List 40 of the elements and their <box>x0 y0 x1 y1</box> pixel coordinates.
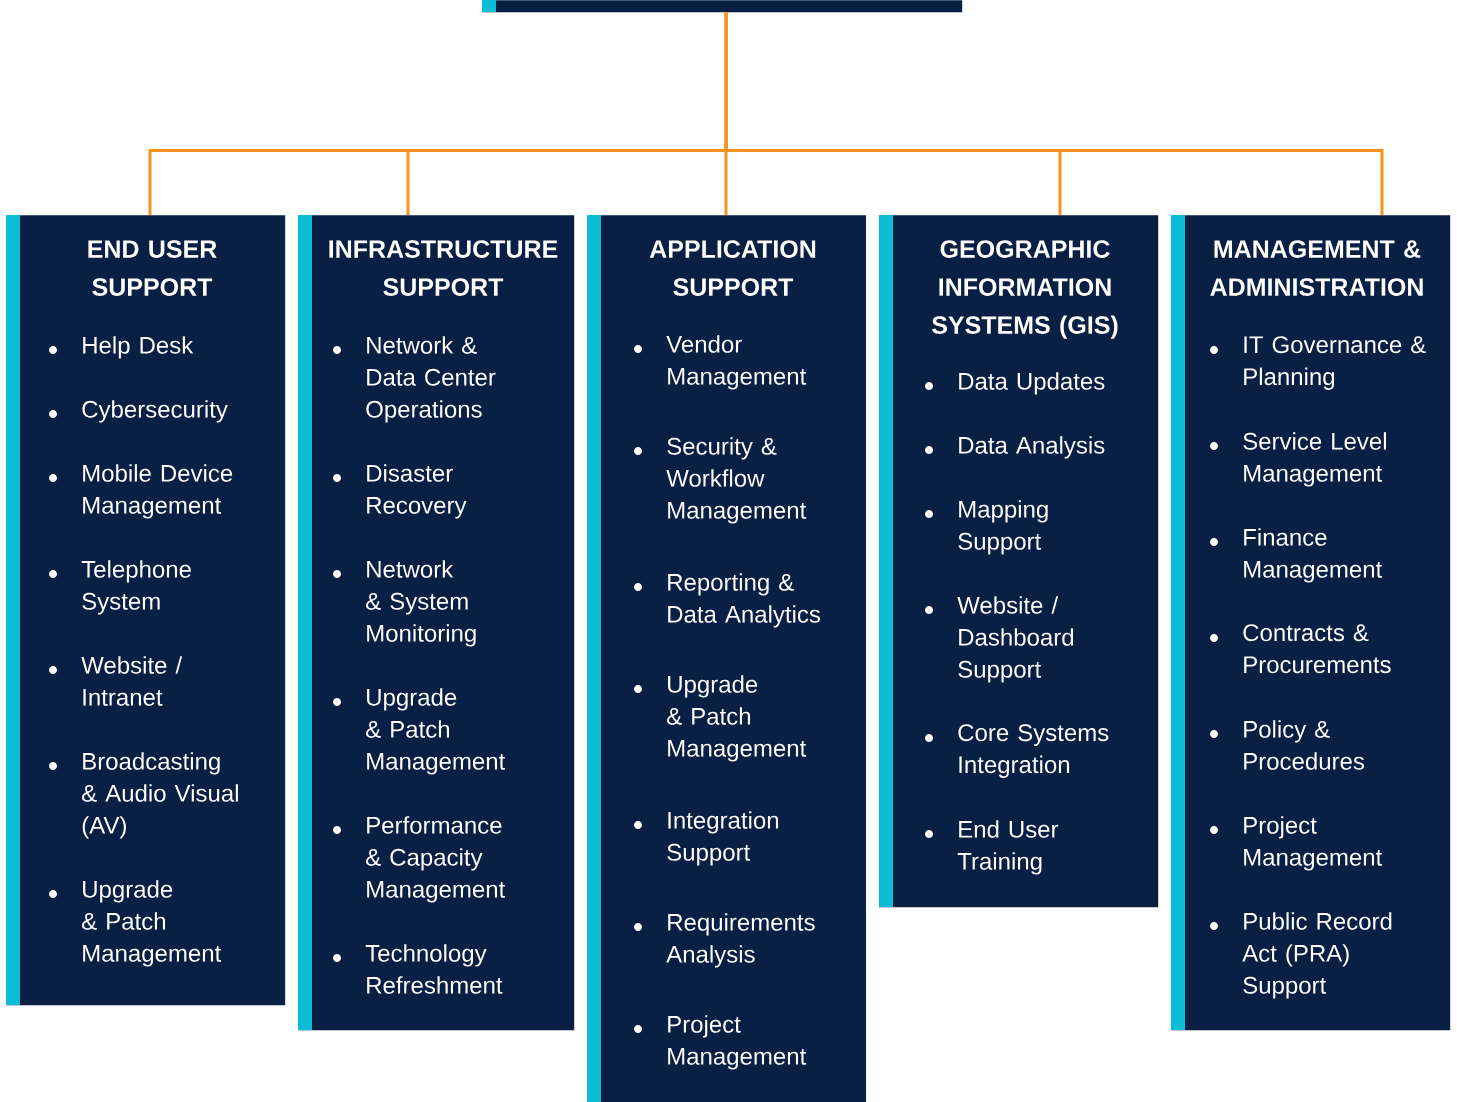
list-item: Public Record Act (PRA) Support <box>1242 912 1392 999</box>
list-item: Requirements Analysis <box>666 913 815 968</box>
list-item: Network & Data Center Operations <box>366 336 496 423</box>
list-item: Upgrade & Patch Management <box>366 688 506 775</box>
column-box <box>482 0 963 13</box>
column-heading: GEOGRAPHIC INFORMATION SYSTEMS (GIS) <box>931 240 1118 339</box>
list-item: Broadcasting & Audio Visual (AV) <box>82 752 238 839</box>
list-item: Help Desk <box>83 336 194 359</box>
list-item: Data Analysis <box>959 436 1105 459</box>
list-item: Telephone System <box>81 560 191 615</box>
list-item: Mobile Device Management <box>83 464 233 519</box>
list-item: IT Governance & Planning <box>1244 336 1426 390</box>
list-item: Upgrade & Patch Management <box>667 675 807 762</box>
list-item: Upgrade & Patch Management <box>82 880 222 967</box>
list-item: Project Management <box>1244 816 1383 871</box>
list-item: End User Training <box>957 820 1059 875</box>
list-item: Website / Intranet <box>81 656 183 706</box>
column-heading: END USER SUPPORT <box>88 240 217 296</box>
connector-line <box>724 12 1384 215</box>
list-item: Performance & Capacity Management <box>366 816 506 903</box>
list-item: Service Level Management <box>1243 432 1386 487</box>
column-heading: MANAGEMENT & ADMINISTRATION <box>1210 240 1423 296</box>
list-item: Cybersecurity <box>82 400 228 423</box>
column-heading: INFRASTRUCTURE SUPPORT <box>329 240 558 296</box>
list-item: Integration Support <box>667 811 779 866</box>
list-item: Reporting & Data Analytics <box>668 573 821 628</box>
list-item: Core Systems Integration <box>958 724 1109 778</box>
list-item: Contracts & Procurements <box>1243 624 1391 674</box>
list-item: Finance Management <box>1244 528 1383 583</box>
list-item: Vendor Management <box>666 335 807 390</box>
list-item: Disaster Recovery <box>367 464 467 519</box>
list-item: Data Updates <box>959 372 1105 395</box>
list-item: Mapping Support <box>958 500 1048 555</box>
column-heading: APPLICATION SUPPORT <box>649 240 816 296</box>
list-item: Project Management <box>668 1015 807 1070</box>
list-item: Security & Workflow Management <box>666 437 807 524</box>
list-item: Website / Dashboard Support <box>957 596 1074 683</box>
list-item: Network & System Monitoring <box>366 560 476 647</box>
list-item: Technology Refreshment <box>365 944 503 994</box>
list-item: Policy & Procedures <box>1244 720 1365 770</box>
